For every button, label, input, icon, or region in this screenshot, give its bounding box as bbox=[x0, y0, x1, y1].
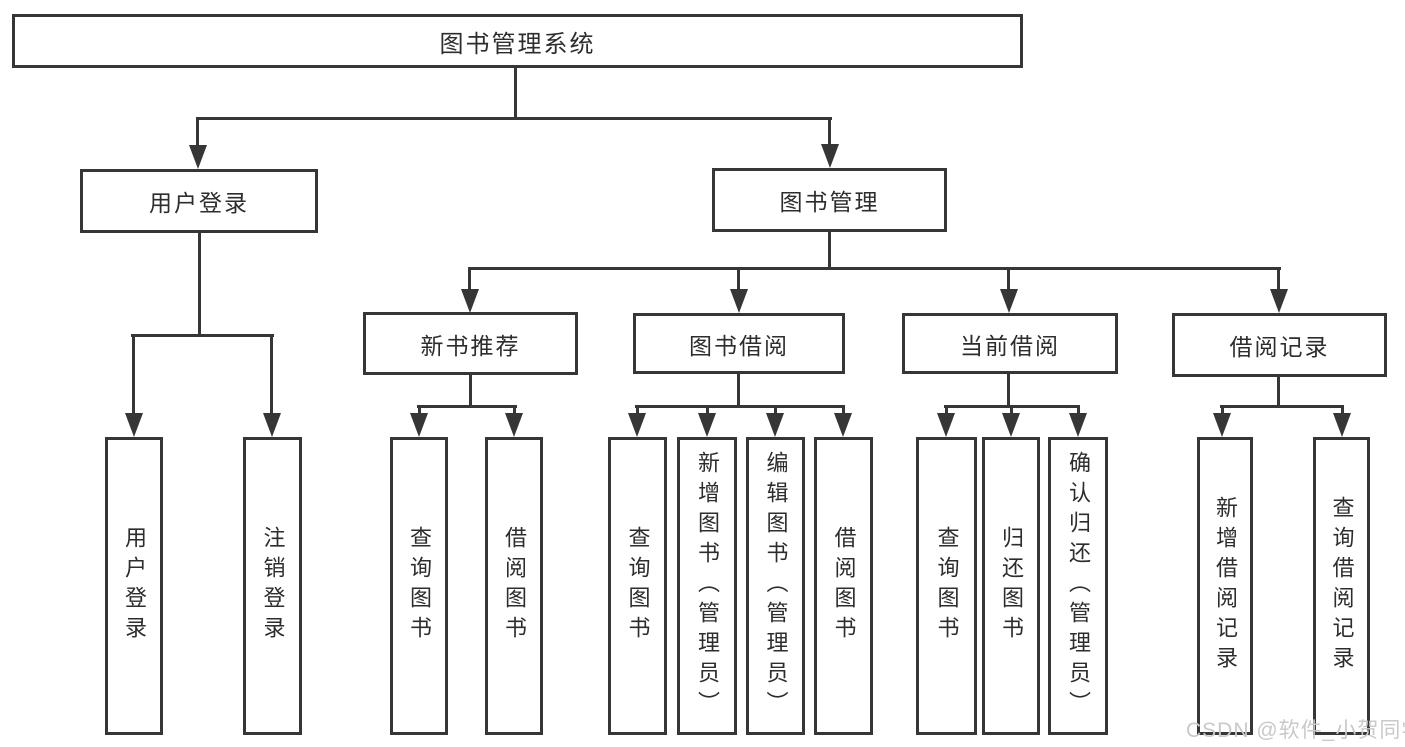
node-leaf-bb-edit-books-admin: 编辑图书（管理员） bbox=[746, 437, 805, 735]
arrowhead-new-book bbox=[461, 289, 479, 313]
connector-branch-bb-edit bbox=[774, 405, 777, 417]
arrowhead-bb-edit bbox=[766, 413, 784, 437]
connector-branch-cb-return bbox=[1010, 405, 1013, 417]
node-leaf-cb-confirm-return-admin: 确认归还（管理员） bbox=[1048, 437, 1108, 735]
leaf-label: 查询借阅记录 bbox=[1329, 496, 1355, 676]
connector-branch-leaf-user-login bbox=[132, 334, 135, 418]
arrowhead-br-query bbox=[1333, 413, 1351, 437]
node-leaf-br-add-record: 新增借阅记录 bbox=[1197, 437, 1253, 735]
connector-book-borrow-split bbox=[635, 405, 845, 408]
leaf-label: 借阅图书 bbox=[831, 526, 857, 646]
connector-branch-bb-add bbox=[706, 405, 709, 417]
connector-branch-bb-borrow bbox=[842, 405, 845, 417]
node-leaf-bb-query-books: 查询图书 bbox=[608, 437, 667, 735]
node-user-login: 用户登录 bbox=[80, 169, 318, 233]
connector-branch-cb-query bbox=[945, 405, 948, 417]
connector-branch-book-management bbox=[828, 117, 831, 149]
connector-branch-cb-confirm bbox=[1077, 405, 1080, 417]
leaf-label: 新增图书（管理员） bbox=[695, 451, 720, 721]
leaf-label: 确认归还（管理员） bbox=[1066, 451, 1091, 721]
node-leaf-logout: 注销登录 bbox=[243, 437, 302, 735]
leaf-label: 注销登录 bbox=[260, 526, 286, 646]
connector-book-management-split bbox=[468, 267, 1281, 270]
connector-root-split bbox=[196, 117, 832, 120]
connector-branch-user-login bbox=[196, 117, 199, 149]
node-leaf-bb-borrow-books: 借阅图书 bbox=[814, 437, 873, 735]
leaf-label: 查询图书 bbox=[934, 526, 960, 646]
connector-book-management-stub bbox=[828, 232, 831, 270]
node-leaf-cb-query-books: 查询图书 bbox=[916, 437, 977, 735]
arrowhead-cb-return bbox=[1002, 413, 1020, 437]
csdn-watermark: CSDN @软件_小贺同学 bbox=[1186, 719, 1405, 742]
connector-branch-nbr-query bbox=[418, 405, 421, 417]
arrowhead-user-login bbox=[189, 145, 207, 169]
node-leaf-nbr-borrow-books: 借阅图书 bbox=[485, 437, 543, 735]
arrowhead-cb-query bbox=[937, 413, 955, 437]
node-leaf-cb-return-books: 归还图书 bbox=[982, 437, 1040, 735]
arrowhead-cb-confirm bbox=[1069, 413, 1087, 437]
arrowhead-leaf-logout bbox=[263, 413, 281, 437]
arrowhead-book-management bbox=[821, 144, 839, 168]
arrowhead-nbr-query bbox=[410, 413, 428, 437]
arrowhead-br-add bbox=[1213, 413, 1231, 437]
arrowhead-bb-add bbox=[698, 413, 716, 437]
connector-user-login-stub bbox=[198, 233, 201, 337]
leaf-label: 编辑图书（管理员） bbox=[763, 451, 789, 721]
connector-branch-leaf-logout bbox=[270, 334, 273, 418]
leaf-label: 查询图书 bbox=[625, 526, 651, 646]
connector-branch-br-query bbox=[1341, 405, 1344, 417]
node-borrow-records: 借阅记录 bbox=[1172, 313, 1387, 377]
connector-branch-borrow-records bbox=[1277, 267, 1280, 292]
connector-new-book-split bbox=[417, 405, 517, 408]
connector-user-login-split bbox=[131, 334, 274, 337]
connector-branch-current-borrow bbox=[1007, 267, 1010, 292]
connector-branch-bb-query bbox=[636, 405, 639, 417]
node-current-borrow: 当前借阅 bbox=[902, 313, 1118, 374]
arrowhead-nbr-borrow bbox=[505, 413, 523, 437]
node-book-borrow: 图书借阅 bbox=[633, 313, 845, 374]
leaf-label: 新增借阅记录 bbox=[1213, 496, 1238, 676]
node-book-management: 图书管理 bbox=[712, 168, 947, 232]
node-new-book-recommend: 新书推荐 bbox=[363, 312, 578, 375]
connector-borrow-records-stub bbox=[1277, 374, 1280, 408]
connector-book-borrow-stub bbox=[737, 373, 740, 408]
node-leaf-nbr-query-books: 查询图书 bbox=[390, 437, 448, 735]
node-library-system: 图书管理系统 bbox=[12, 14, 1023, 68]
connector-borrow-records-split bbox=[1220, 405, 1344, 408]
connector-current-borrow-stub bbox=[1007, 373, 1010, 408]
connector-branch-new-book bbox=[468, 267, 471, 292]
connector-branch-br-add bbox=[1221, 405, 1224, 417]
node-leaf-br-query-record: 查询借阅记录 bbox=[1313, 437, 1370, 735]
connector-new-book-stub bbox=[469, 374, 472, 408]
arrowhead-bb-borrow bbox=[834, 413, 852, 437]
arrowhead-current-borrow bbox=[1000, 289, 1018, 313]
leaf-label: 查询图书 bbox=[407, 526, 432, 646]
connector-root-stub bbox=[514, 68, 517, 118]
connector-branch-nbr-borrow bbox=[513, 405, 516, 417]
arrowhead-bb-query bbox=[628, 413, 646, 437]
node-leaf-bb-add-books-admin: 新增图书（管理员） bbox=[677, 437, 737, 735]
connector-branch-book-borrow bbox=[737, 267, 740, 292]
leaf-label: 归还图书 bbox=[999, 526, 1024, 646]
node-leaf-user-login: 用户登录 bbox=[105, 437, 163, 735]
arrowhead-book-borrow bbox=[730, 289, 748, 313]
arrowhead-leaf-user-login bbox=[125, 413, 143, 437]
leaf-label: 借阅图书 bbox=[502, 526, 527, 646]
leaf-label: 用户登录 bbox=[122, 526, 147, 646]
arrowhead-borrow-records bbox=[1270, 289, 1288, 313]
